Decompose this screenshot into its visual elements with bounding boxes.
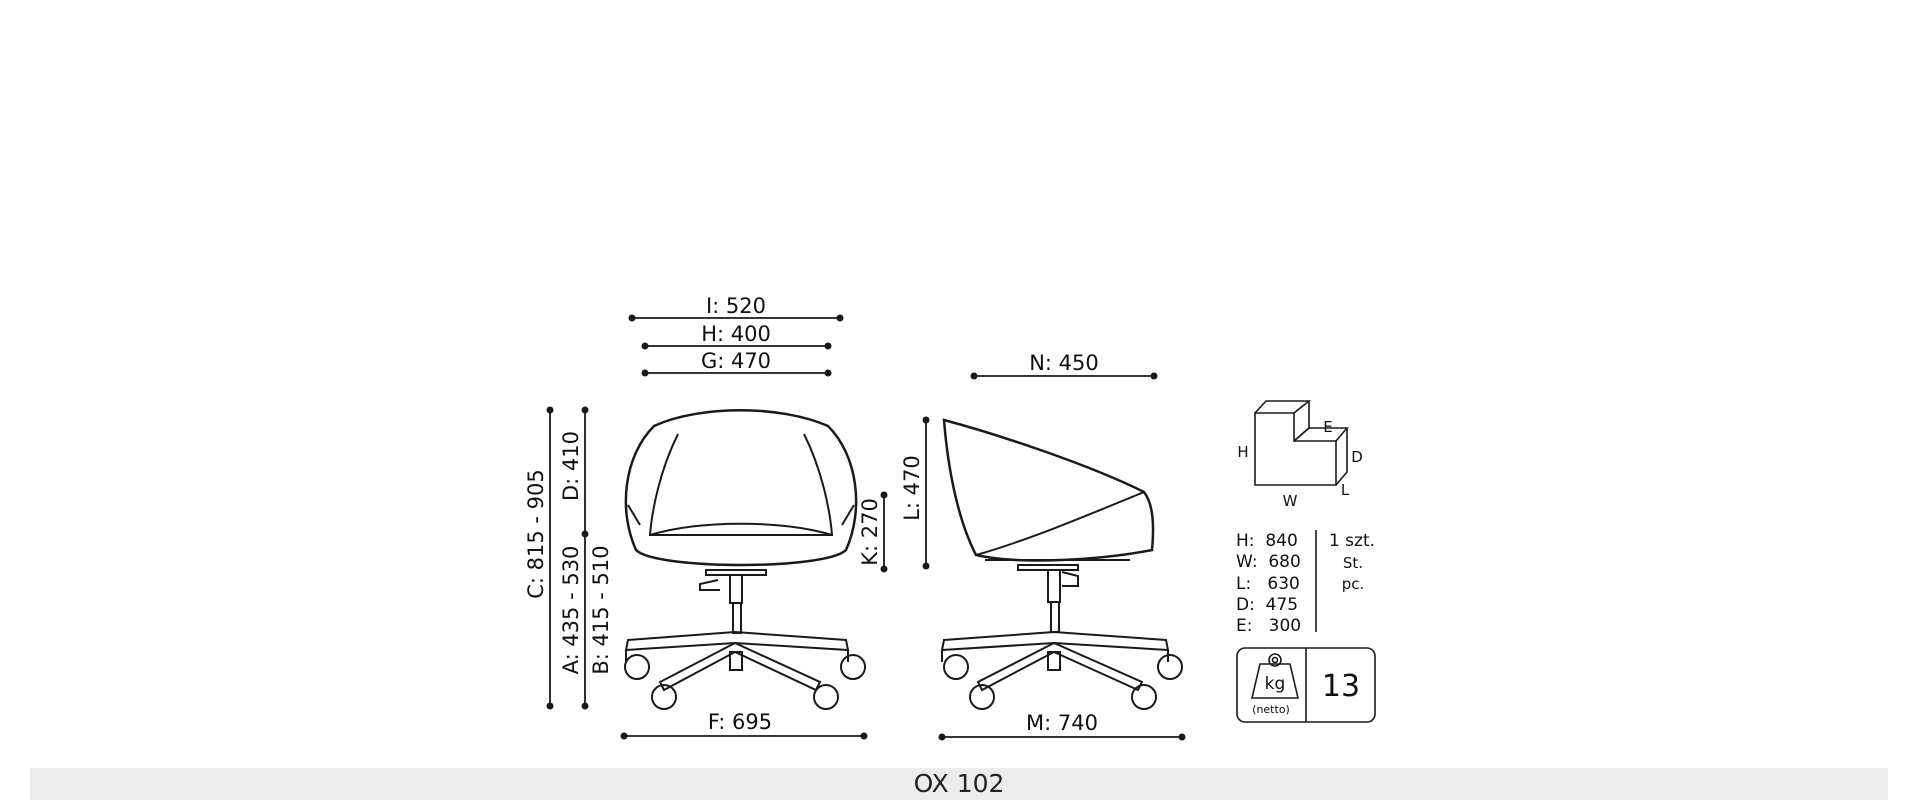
dim-n-label: N: 450 [1029,351,1099,375]
weight-box [1236,647,1376,723]
box-label-e: E [1323,418,1332,436]
dim-l-label: L: 470 [900,455,924,521]
pkg-row-h: H: 840 [1236,531,1298,551]
dimension-endpoints [546,314,1186,741]
pkg-row-l: L: 630 [1236,574,1300,594]
weight-note: (netto) [1252,703,1290,716]
dim-h-label: H: 400 [701,322,771,346]
dim-i-label: I: 520 [706,294,766,318]
weight-unit: kg [1265,674,1286,694]
pkg-qty-en: pc. [1342,575,1365,593]
dim-b-label: B: 415 - 510 [589,545,613,674]
weight-value: 13 [1322,669,1360,704]
dim-f-label: F: 695 [708,710,772,734]
weight-icon [1250,663,1300,699]
box-label-w: W [1283,492,1298,510]
box-label-h: H [1237,443,1248,461]
side-view-chair [940,418,1183,710]
pkg-row-d: D: 475 [1236,595,1298,615]
package-box-icon [1254,400,1349,486]
pkg-row-e: E: 300 [1236,616,1301,636]
pkg-qty: 1 szt. [1329,531,1375,551]
model-name: OX 102 [913,769,1005,798]
dim-a-label: A: 435 - 530 [559,546,583,675]
dim-c-label: C: 815 - 905 [524,469,548,599]
dim-m-label: M: 740 [1026,711,1098,735]
box-label-d: D [1351,448,1363,466]
pkg-row-w: W: 680 [1236,552,1301,572]
pkg-qty-de: St. [1343,554,1363,572]
dim-g-label: G: 470 [701,349,771,373]
box-label-l: L [1341,481,1350,499]
dim-k-label: K: 270 [858,498,882,566]
dim-d-label: D: 410 [559,431,583,501]
dimension-lines [549,317,1182,738]
footer-bar: OX 102 [30,768,1888,800]
front-view-chair [624,409,866,710]
